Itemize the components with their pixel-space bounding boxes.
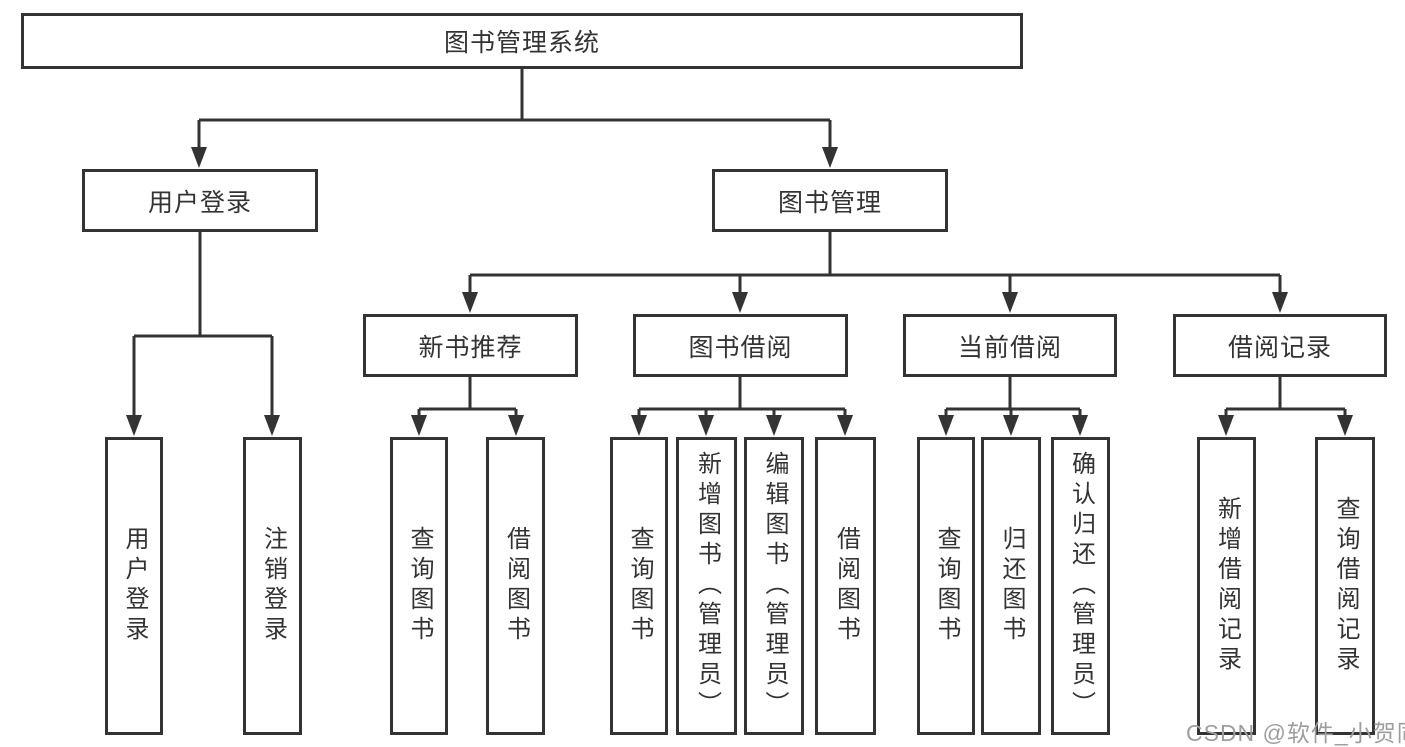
node-label: 图书管理系统 — [443, 29, 600, 57]
node-book-borrow: 图书借阅 — [633, 314, 848, 377]
arrow-down-icon — [1337, 415, 1353, 436]
leaf-label: 注销登录 — [259, 526, 287, 646]
node-label: 图书借阅 — [688, 333, 793, 362]
leaf-label: 新增借阅记录 — [1213, 496, 1241, 676]
arrow-down-icon — [191, 147, 207, 168]
leaf-borrow-add-book-admin: 新增图书（管理员） — [676, 437, 737, 735]
arrow-down-icon — [411, 415, 427, 436]
leaf-current-confirm-return-admin: 确认归还（管理员） — [1051, 437, 1110, 735]
arrow-down-icon — [508, 415, 524, 436]
arrow-down-icon — [1003, 415, 1019, 436]
connector-root-to-level2 — [197, 69, 832, 147]
leaf-label: 借阅图书 — [832, 526, 860, 646]
connector-newbook-to-leaves — [417, 377, 518, 415]
leaf-label: 查询图书 — [626, 526, 653, 646]
connector-borrowrec-to-leaves — [1224, 377, 1347, 415]
node-label: 图书管理 — [777, 188, 882, 217]
arrow-down-icon — [732, 292, 748, 313]
watermark: CSDN @软件_小贺同学 — [1186, 720, 1405, 746]
leaf-borrow-borrow-book: 借阅图书 — [815, 437, 876, 735]
arrow-down-icon — [766, 415, 782, 436]
arrow-down-icon — [1072, 415, 1088, 436]
arrow-down-icon — [462, 292, 478, 313]
leaf-label: 确认归还（管理员） — [1067, 451, 1095, 721]
arrow-down-icon — [631, 415, 647, 436]
leaf-label: 查询图书 — [933, 526, 960, 646]
arrowheads — [126, 147, 1353, 436]
node-root-system: 图书管理系统 — [21, 13, 1023, 69]
leaf-label: 借阅图书 — [502, 526, 530, 646]
leaf-label: 新增图书（管理员） — [693, 451, 721, 721]
leaf-current-query-book: 查询图书 — [917, 437, 975, 735]
node-book-management: 图书管理 — [712, 169, 948, 232]
leaf-borrow-query-book: 查询图书 — [610, 437, 668, 735]
leaf-records-add-record: 新增借阅记录 — [1197, 437, 1256, 735]
arrow-down-icon — [264, 415, 280, 436]
node-label: 用户登录 — [147, 188, 252, 217]
arrow-down-icon — [1002, 292, 1018, 313]
leaf-user-login: 用户登录 — [105, 437, 163, 735]
connector-bookborrow-to-leaves — [637, 377, 847, 415]
arrow-down-icon — [822, 147, 838, 168]
leaf-label: 查询借阅记录 — [1332, 496, 1359, 676]
arrow-down-icon — [698, 415, 714, 436]
leaf-newbook-borrow-book: 借阅图书 — [486, 437, 545, 735]
node-borrow-records: 借阅记录 — [1173, 314, 1387, 377]
node-label: 借阅记录 — [1227, 333, 1332, 362]
connector-curborrow-to-leaves — [944, 377, 1082, 415]
leaf-borrow-edit-book-admin: 编辑图书（管理员） — [744, 437, 804, 735]
arrow-down-icon — [1272, 292, 1288, 313]
node-label: 当前借阅 — [957, 333, 1062, 362]
node-label: 新书推荐 — [418, 333, 523, 362]
arrow-down-icon — [126, 415, 142, 436]
leaf-records-query-record: 查询借阅记录 — [1315, 437, 1375, 735]
leaf-current-return-book: 归还图书 — [981, 437, 1041, 735]
node-new-book-recommend: 新书推荐 — [363, 314, 578, 377]
leaf-newbook-query-book: 查询图书 — [390, 437, 448, 735]
leaf-label: 编辑图书（管理员） — [761, 451, 788, 721]
leaf-label: 查询图书 — [406, 526, 433, 646]
connector-bookmgmt-to-level3 — [468, 232, 1282, 292]
node-user-login: 用户登录 — [82, 169, 318, 232]
connector-userlogin-to-leaves — [132, 232, 274, 415]
leaf-label: 归还图书 — [998, 526, 1025, 646]
arrow-down-icon — [938, 415, 954, 436]
leaf-logout: 注销登录 — [243, 437, 302, 735]
leaf-label: 用户登录 — [121, 526, 148, 646]
arrow-down-icon — [837, 415, 853, 436]
node-current-borrow: 当前借阅 — [903, 314, 1117, 377]
arrow-down-icon — [1218, 415, 1234, 436]
